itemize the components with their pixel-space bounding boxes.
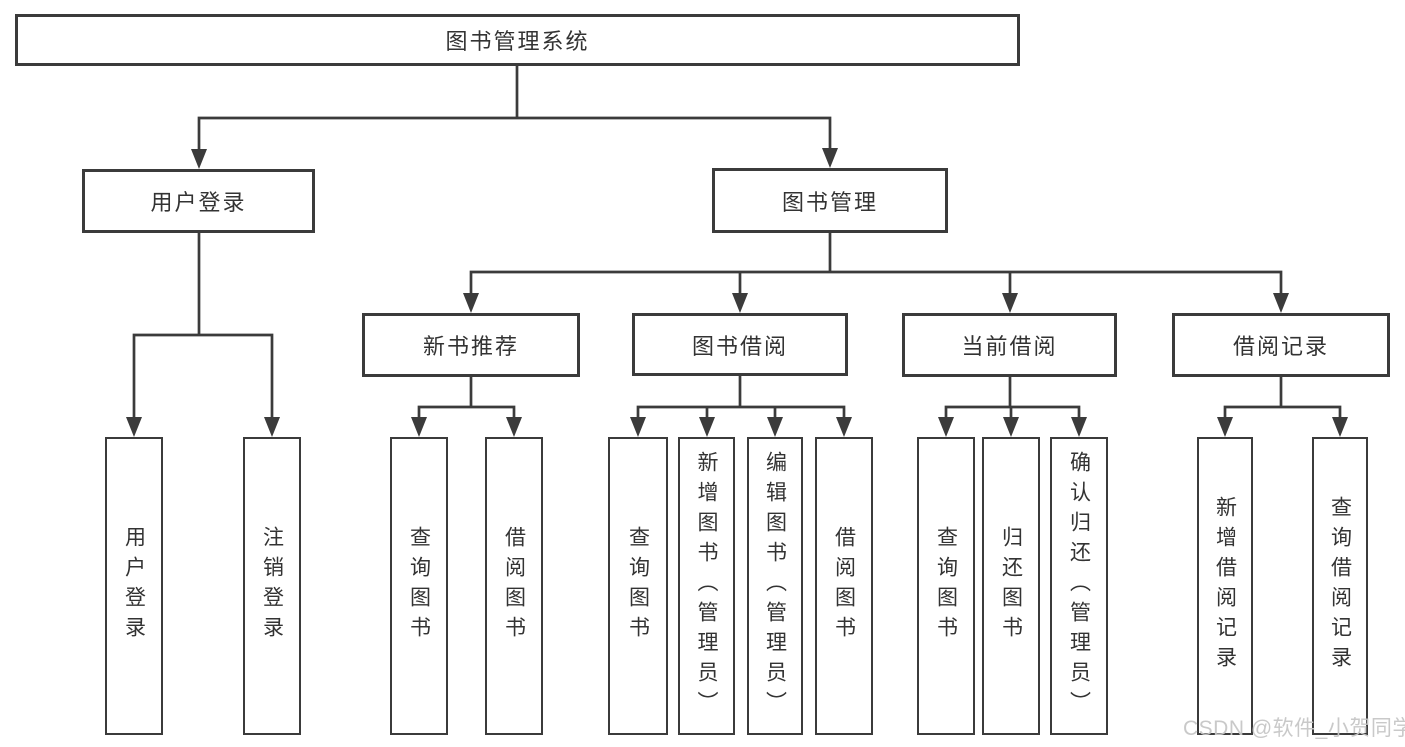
node-label: 图书管理系统 [445,29,590,54]
node-user-login: 用户登录 [82,169,315,233]
node-label: 图书借阅 [691,333,788,359]
leaf-label: 用户登录 [122,526,146,646]
leaf-add-borrow-record: 新增借阅记录 [1197,437,1253,735]
leaf-label: 查询图书 [407,526,431,646]
leaf-label: 查询图书 [934,526,958,646]
node-label: 图书管理 [781,189,878,215]
leaf-add-book-admin: 新增图书（管理员） [678,437,735,735]
leaf-query-borrow-record: 查询借阅记录 [1312,437,1368,735]
arrowheads [126,148,1348,437]
watermark-csdn: CSDN @软件_小贺同学 [1183,717,1405,740]
leaf-label: 新增借阅记录 [1213,496,1237,676]
leaf-query-books-current: 查询图书 [917,437,975,735]
leaf-confirm-return-admin: 确认归还（管理员） [1050,437,1108,735]
leaf-label: 借阅图书 [832,526,856,646]
leaf-label: 新增图书（管理员） [695,451,718,721]
node-library-management-system: 图书管理系统 [15,14,1020,66]
node-book-management: 图书管理 [712,168,948,233]
leaf-query-books-borrow: 查询图书 [608,437,668,735]
leaf-label: 借阅图书 [502,526,526,646]
leaf-edit-book-admin: 编辑图书（管理员） [747,437,803,735]
node-label: 借阅记录 [1232,334,1329,359]
node-label: 当前借阅 [961,334,1058,359]
leaf-logout: 注销登录 [243,437,301,735]
leaf-borrow-books-borrow: 借阅图书 [815,437,873,735]
leaf-label: 查询借阅记录 [1328,496,1352,676]
leaf-label: 注销登录 [260,526,284,646]
leaf-query-books-newbook: 查询图书 [390,437,448,735]
leaf-user-login: 用户登录 [105,437,163,735]
leaf-return-books: 归还图书 [982,437,1040,735]
node-book-borrowing: 图书借阅 [632,313,848,376]
leaf-label: 查询图书 [626,526,650,646]
leaf-label: 编辑图书（管理员） [763,451,787,721]
leaf-label: 确认归还（管理员） [1067,451,1091,721]
node-borrowing-records: 借阅记录 [1172,313,1390,377]
node-label: 新书推荐 [422,334,519,359]
node-label: 用户登录 [150,190,247,215]
node-current-borrowing: 当前借阅 [902,313,1117,377]
leaf-borrow-books-newbook: 借阅图书 [485,437,543,735]
leaf-label: 归还图书 [999,526,1023,646]
node-new-book-recommend: 新书推荐 [362,313,580,377]
